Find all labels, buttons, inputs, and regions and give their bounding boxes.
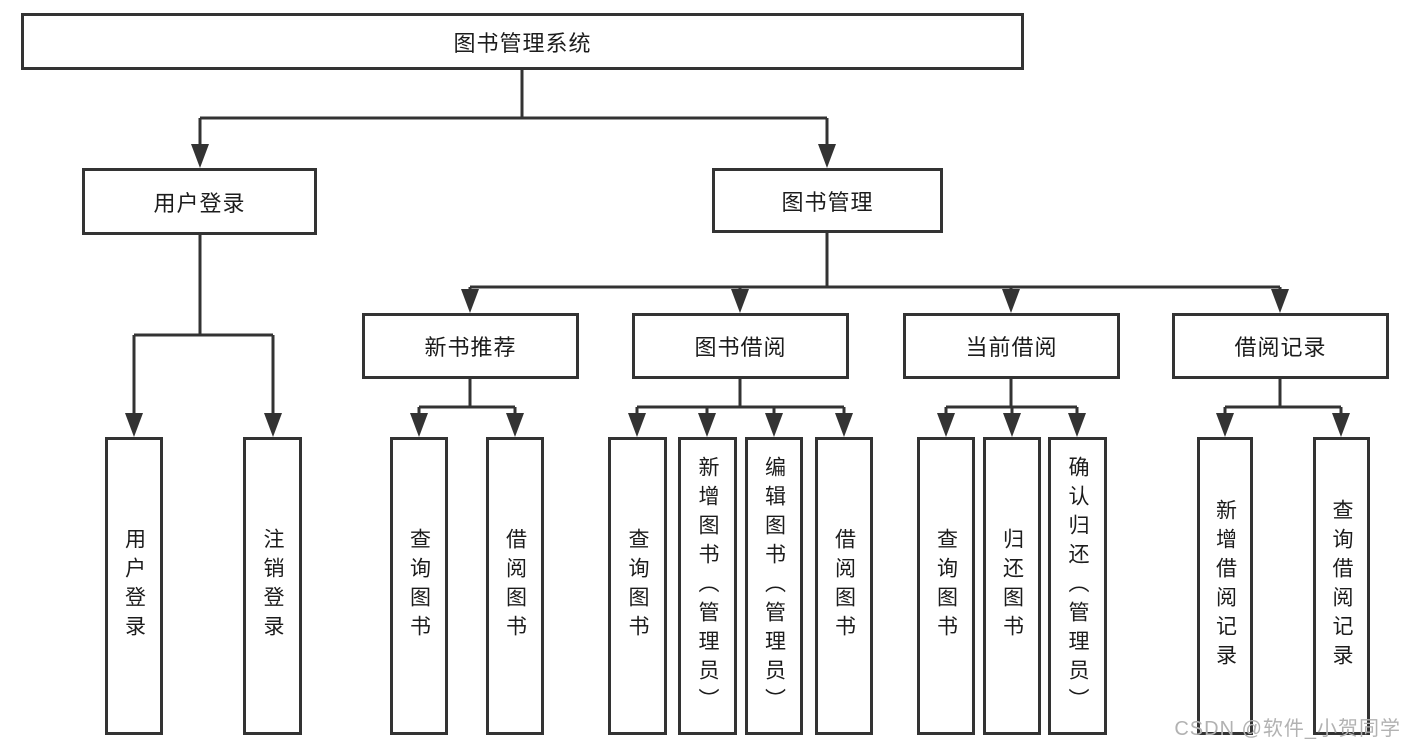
node-root-system: 图书管理系统 xyxy=(21,13,1024,70)
connector-root-to-branches xyxy=(191,70,836,168)
arrowhead xyxy=(1003,413,1021,437)
leaf-query-books-recommend: 查询图书 xyxy=(390,437,448,735)
connector-borrow-records-children xyxy=(1216,379,1350,437)
arrowhead xyxy=(937,413,955,437)
leaf-user-login: 用户登录 xyxy=(105,437,163,735)
leaf-confirm-return-admin: 确认归还（管理员） xyxy=(1048,437,1107,735)
arrowhead xyxy=(1002,289,1020,313)
node-new-book-recommend: 新书推荐 xyxy=(362,313,579,379)
connector-book-borrow-children xyxy=(628,379,853,437)
arrowhead xyxy=(1332,413,1350,437)
leaf-query-borrow-record: 查询借阅记录 xyxy=(1313,437,1370,735)
leaf-borrow-books: 借阅图书 xyxy=(815,437,873,735)
node-borrowing-records: 借阅记录 xyxy=(1172,313,1389,379)
arrowhead xyxy=(698,413,716,437)
leaf-query-books-current: 查询图书 xyxy=(917,437,975,735)
arrowhead xyxy=(765,413,783,437)
arrowhead xyxy=(1271,289,1289,313)
leaf-add-books-admin: 新增图书（管理员） xyxy=(678,437,737,735)
arrowhead xyxy=(506,413,524,437)
leaf-edit-books-admin: 编辑图书（管理员） xyxy=(745,437,803,735)
arrowhead xyxy=(461,289,479,313)
arrowhead xyxy=(191,144,209,168)
node-book-borrowing: 图书借阅 xyxy=(632,313,849,379)
arrowhead xyxy=(410,413,428,437)
connector-current-borrow-children xyxy=(937,379,1086,437)
arrowhead xyxy=(628,413,646,437)
node-book-management: 图书管理 xyxy=(712,168,943,233)
connector-new-book-children xyxy=(410,379,524,437)
leaf-add-borrow-record: 新增借阅记录 xyxy=(1197,437,1253,735)
arrowhead xyxy=(731,289,749,313)
connector-user-login-children xyxy=(125,235,282,437)
connector-book-mgmt-modules xyxy=(461,233,1289,313)
leaf-return-books: 归还图书 xyxy=(983,437,1041,735)
arrowhead xyxy=(125,413,143,437)
node-current-borrowing: 当前借阅 xyxy=(903,313,1120,379)
arrowhead xyxy=(818,144,836,168)
node-user-login: 用户登录 xyxy=(82,168,317,235)
leaf-logout: 注销登录 xyxy=(243,437,302,735)
csdn-watermark: CSDN @软件_小贺同学 xyxy=(1174,718,1401,740)
arrowhead xyxy=(1216,413,1234,437)
leaf-borrow-books-recommend: 借阅图书 xyxy=(486,437,544,735)
arrowhead xyxy=(1068,413,1086,437)
arrowhead xyxy=(264,413,282,437)
leaf-query-books-borrow: 查询图书 xyxy=(608,437,667,735)
arrowhead xyxy=(835,413,853,437)
